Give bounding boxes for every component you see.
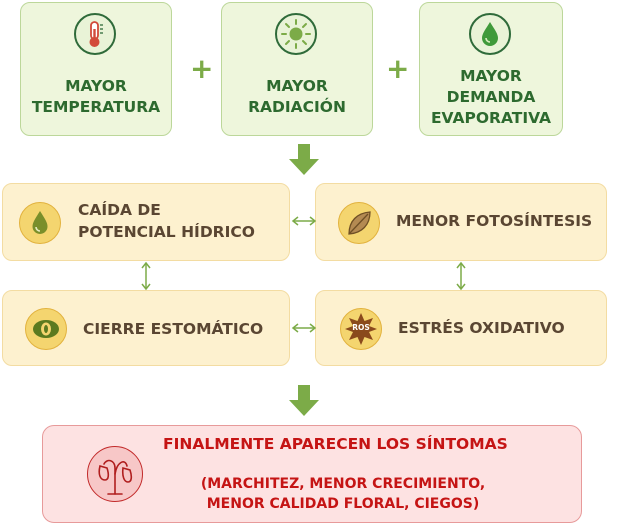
bidirectional-arrow-icon: [291, 323, 317, 333]
bidirectional-arrow-icon: [456, 261, 466, 291]
result-card-sintomas: FINALMENTE APARECEN LOS SÍNTOMAS (MARCHI…: [42, 425, 582, 523]
arrow-down-icon: [289, 385, 319, 416]
bidirectional-arrow-icon: [291, 216, 317, 226]
result-title: FINALMENTE APARECEN LOS SÍNTOMAS: [163, 435, 508, 453]
card-estres-oxidativo: ROS ESTRÉS OXIDATIVO: [315, 290, 607, 366]
bidirectional-arrow-icon: [141, 261, 151, 291]
card-menor-fotosintesis: MENOR FOTOSÍNTESIS: [315, 183, 607, 261]
thermometer-icon: [74, 13, 116, 55]
plus-icon: +: [386, 52, 410, 85]
ros-icon: ROS: [340, 308, 382, 350]
leaf-icon: [338, 202, 380, 244]
card-cierre-estomatico: CIERRE ESTOMÁTICO: [2, 290, 290, 366]
card-label: ESTRÉS OXIDATIVO: [398, 319, 565, 337]
stomata-icon: [25, 308, 67, 350]
result-subtitle: (MARCHITEZ, MENOR CRECIMIENTO,MENOR CALI…: [200, 476, 486, 512]
plus-icon: +: [190, 52, 214, 85]
water-drop-icon: [469, 13, 511, 55]
arrow-down-icon: [289, 144, 319, 175]
card-label: MENOR FOTOSÍNTESIS: [396, 212, 593, 230]
ros-badge: ROS: [352, 323, 370, 332]
card-label: CIERRE ESTOMÁTICO: [83, 320, 264, 338]
wilted-flower-icon: [87, 446, 143, 502]
water-drop-icon: [19, 202, 61, 244]
sun-icon: [275, 13, 317, 55]
